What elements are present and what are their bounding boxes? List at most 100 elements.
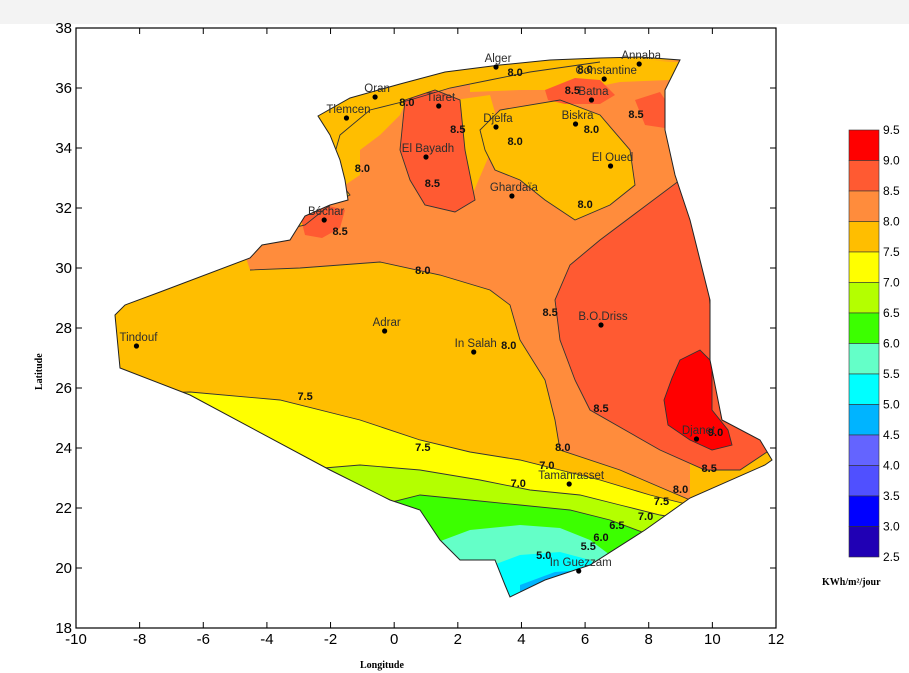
city-marker — [572, 121, 579, 127]
city-label: B.O.Driss — [578, 311, 627, 323]
contour-label: 8.0 — [507, 136, 522, 148]
city-label: Tindouf — [119, 332, 158, 344]
contour-label: 8.0 — [584, 124, 599, 136]
x-tick-label: 10 — [704, 631, 721, 648]
legend-label: 8.5 — [883, 184, 900, 198]
contour-label: 8.0 — [507, 67, 522, 79]
city-marker — [607, 163, 614, 169]
legend-swatch — [848, 129, 880, 161]
legend-swatch — [848, 312, 880, 344]
city-label: Annaba — [621, 50, 661, 62]
legend-swatch — [848, 221, 880, 253]
city-marker — [509, 193, 515, 199]
city-marker — [693, 436, 700, 442]
legend-swatch — [848, 190, 880, 222]
contour-label: 8.5 — [450, 124, 465, 136]
city-marker — [436, 103, 442, 109]
city-marker — [598, 322, 604, 328]
city-marker — [372, 94, 378, 100]
y-tick-label: 34 — [55, 140, 72, 157]
city-marker — [133, 343, 140, 349]
y-tick-label: 18 — [55, 620, 72, 637]
contour-label: 8.0 — [399, 97, 414, 109]
legend-label: 3.5 — [883, 489, 900, 503]
legend-swatch — [848, 251, 880, 283]
city-label: Constantine — [575, 65, 636, 77]
legend-label: 5.0 — [883, 398, 900, 412]
contour-label: 8.5 — [332, 226, 347, 238]
contour-label: 7.5 — [297, 391, 312, 403]
legend-label: 3.0 — [883, 520, 900, 534]
y-tick-label: 24 — [55, 440, 72, 457]
zone-8-0-alger-coast — [470, 58, 680, 92]
contour-label: 8.5 — [628, 109, 643, 121]
legend-label: 9.5 — [883, 123, 900, 137]
y-tick-label: 26 — [55, 380, 72, 397]
x-tick-label: 6 — [581, 631, 589, 648]
contour-label: 8.5 — [593, 403, 608, 415]
legend-swatch — [848, 160, 880, 192]
city-marker — [566, 481, 572, 487]
zone-9-5-djanet — [664, 350, 732, 450]
city-label: Djanet — [682, 425, 716, 437]
legend-swatch — [848, 526, 880, 558]
city-label: El Bayadh — [402, 143, 454, 155]
y-tick-label: 38 — [55, 20, 72, 37]
contour-label: 7.0 — [539, 460, 554, 472]
contour-label: 6.0 — [593, 532, 608, 544]
y-axis-title: Latitude — [34, 353, 45, 390]
x-tick-label: -4 — [260, 631, 273, 648]
x-tick-label: 4 — [517, 631, 525, 648]
city-marker — [493, 64, 499, 70]
contour-label: 5.5 — [581, 541, 596, 553]
zone-9-0-east-coast — [635, 92, 672, 128]
color-legend: 9.59.08.58.07.57.06.56.05.55.04.54.03.53… — [848, 123, 900, 564]
legend-swatch — [848, 465, 880, 497]
contour-label: 7.0 — [638, 511, 653, 523]
zone-8-0-ghardaia — [480, 100, 635, 220]
legend-unit: KWh/m²/jour — [822, 577, 881, 588]
zone-9-0-east-desert — [555, 180, 770, 470]
city-marker — [636, 61, 642, 67]
legend-swatch — [848, 373, 880, 405]
contour-label: 8.5 — [542, 307, 557, 319]
x-axis-title: Longitude — [360, 660, 404, 671]
city-label: Adrar — [373, 317, 401, 329]
legend-label: 4.0 — [883, 459, 900, 473]
contour-label: 8.0 — [577, 199, 592, 211]
city-label: Tlemcen — [326, 104, 370, 116]
city-marker — [382, 328, 388, 334]
contour-label: 8.0 — [355, 163, 370, 175]
city-marker — [601, 76, 607, 82]
y-tick-label: 30 — [55, 260, 72, 277]
x-tick-label: -6 — [197, 631, 210, 648]
contour-label: 8.0 — [415, 265, 430, 277]
legend-label: 7.0 — [883, 276, 900, 290]
city-label: Tamanrasset — [538, 470, 605, 482]
x-tick-label: -2 — [324, 631, 337, 648]
legend-label: 6.0 — [883, 337, 900, 351]
city-label: Ghardaïa — [490, 182, 539, 194]
contour-label: 8.5 — [702, 463, 717, 475]
legend-label: 6.5 — [883, 306, 900, 320]
city-label: Alger — [485, 53, 512, 65]
contour-labels: 8.0 8.0 8.5 8.5 8.0 8.5 8.0 8.0 8.0 8.5 8.0 8.5 8.0 8… — [297, 64, 723, 562]
contour-label: 9.0 — [708, 427, 723, 439]
legend-label: 7.5 — [883, 245, 900, 259]
city-marker — [493, 124, 499, 130]
x-tick-label: 0 — [390, 631, 398, 648]
legend-label: 8.0 — [883, 215, 900, 229]
city-marker — [321, 217, 327, 223]
city-label: El Oued — [592, 152, 634, 164]
x-tick-label: 8 — [645, 631, 653, 648]
city-marker — [576, 568, 582, 574]
legend-swatch — [848, 282, 880, 314]
y-tick-label: 36 — [55, 80, 72, 97]
zone-9-0-el-bayadh — [400, 90, 475, 212]
legend-label: 9.0 — [883, 154, 900, 168]
contour-label: 8.0 — [673, 484, 688, 496]
contour-label: 7.5 — [415, 442, 430, 454]
x-tick-label: 2 — [454, 631, 462, 648]
x-tick-label: -10 — [65, 631, 87, 648]
